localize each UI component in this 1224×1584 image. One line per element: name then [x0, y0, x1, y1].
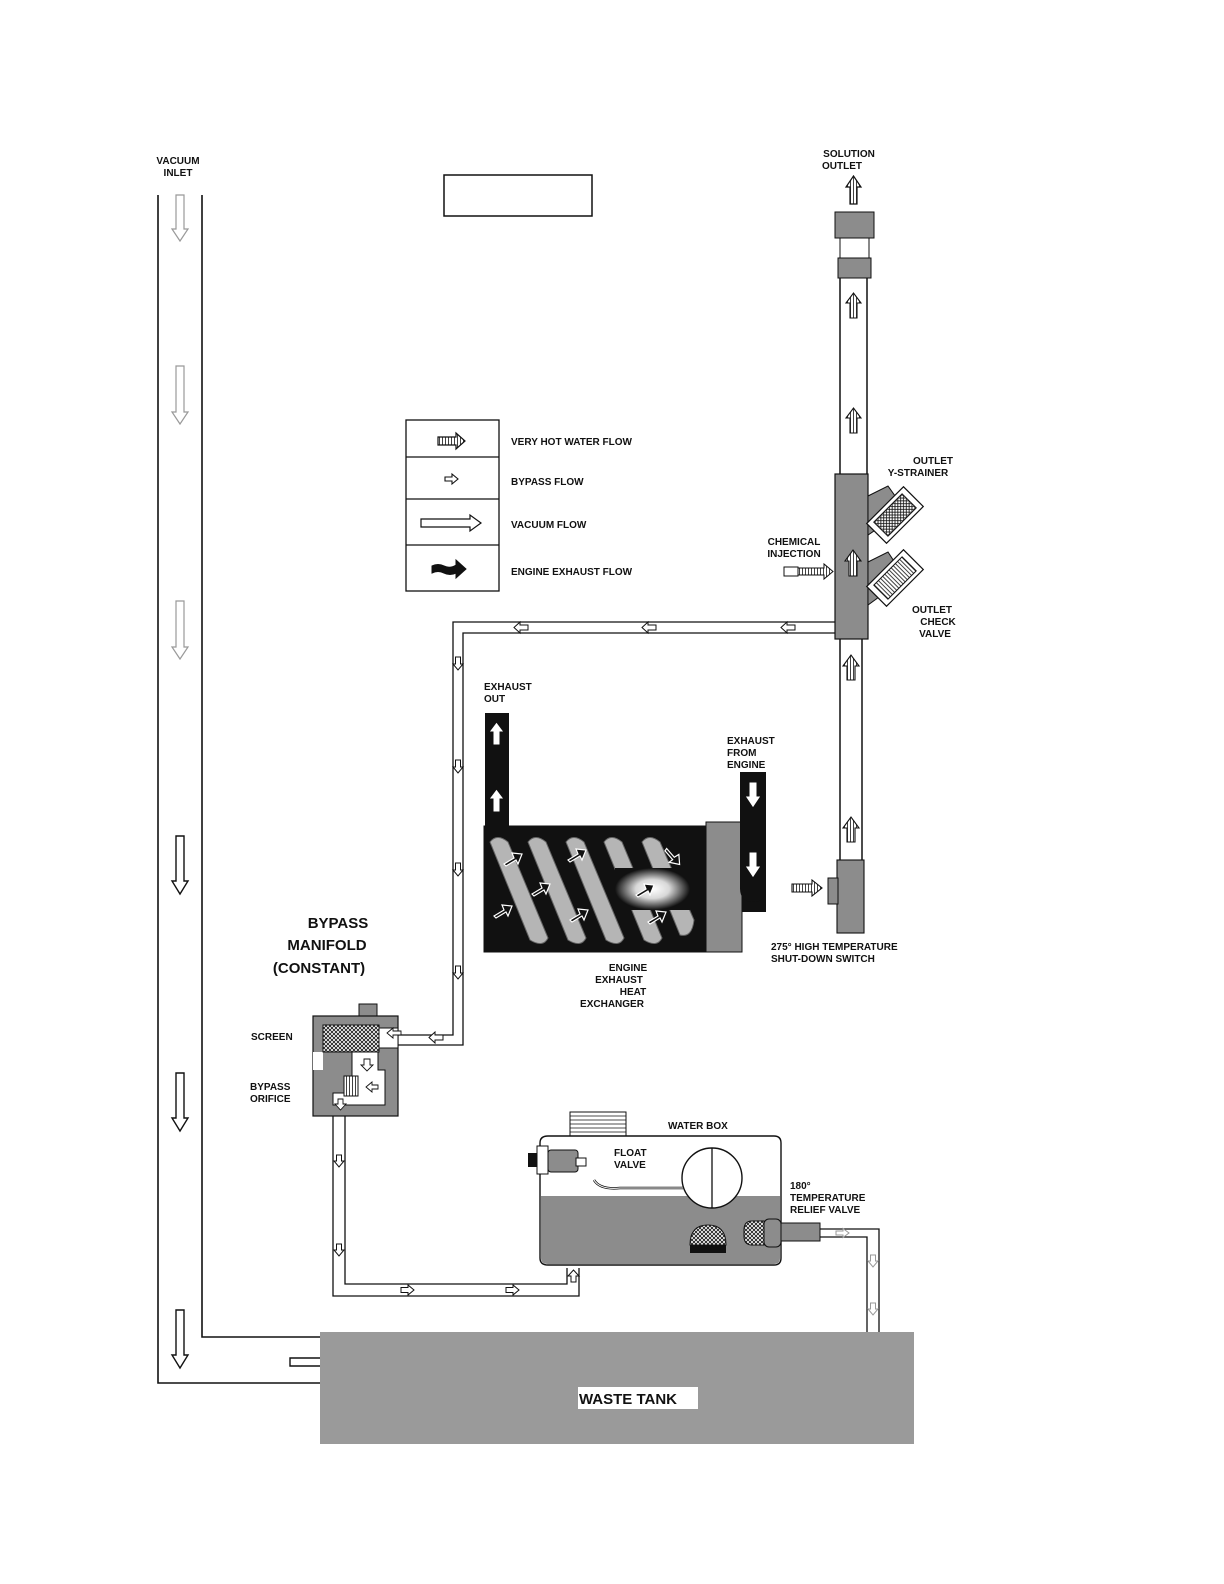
drain-fitting: [689, 1224, 727, 1246]
small-outline-arrow-icon: [444, 472, 459, 486]
bypass-orifice-label-line2: ORIFICE: [250, 1094, 291, 1105]
screen-label: SCREEN: [251, 1032, 293, 1043]
exhaust-in-arrows: [744, 781, 762, 879]
bypass-manifold-label-line2: MANIFOLD: [287, 937, 366, 954]
legend-label-bypass: BYPASS FLOW: [511, 477, 584, 488]
waste-tank-label: WASTE TANK: [579, 1391, 677, 1408]
chemical-injection-port: [783, 562, 834, 581]
hot-water-arrows-upper: [844, 292, 863, 434]
outlet-check-valve-label: OUTLET CHECK VALVE: [912, 605, 957, 640]
heat-exchanger-label-line3: HEAT: [620, 987, 646, 998]
title-box: [443, 174, 593, 217]
heat-exchanger-label-line4: EXCHANGER: [580, 999, 645, 1010]
black-wavy-arrow-icon: [431, 558, 467, 580]
bypass-manifold-label-line3: (CONSTANT): [273, 960, 365, 977]
bypass-flow-arrows-vertical: [451, 656, 465, 980]
hatched-arrow-icon: [437, 431, 466, 451]
vacuum-inlet-line: [157, 195, 320, 1384]
float-valve-label-line1: FLOAT: [614, 1148, 647, 1159]
chemical-injection-label-line1: CHEMICAL: [768, 537, 821, 548]
float-valve-label: FLOAT VALVE: [614, 1148, 647, 1171]
exhaust-out-label-line2: OUT: [484, 694, 505, 705]
check-valve-label-line1: OUTLET: [912, 605, 952, 616]
exhaust-out-label-line1: EXHAUST: [484, 682, 532, 693]
bypass-orifice-element: [343, 1075, 359, 1097]
y-strainer-label-line1: OUTLET: [913, 456, 953, 467]
waste-tank-label-box: [578, 1387, 698, 1409]
bypass-manifold-label-line1: BYPASS: [308, 915, 369, 932]
check-valve-label-line3: VALVE: [919, 629, 951, 640]
vacuum-flow-arrows-light: [170, 194, 190, 661]
chemical-injection-label: CHEMICAL INJECTION: [767, 537, 820, 560]
float-valve-label-line2: VALVE: [614, 1160, 646, 1171]
high-temp-switch-label: 275° HIGH TEMPERATURE SHUT-DOWN SWITCH: [771, 942, 898, 965]
engine-exhaust-heat-exchanger: [483, 821, 766, 953]
manifold-hot-arrow: [843, 549, 863, 577]
hot-water-riser: [839, 639, 863, 860]
relief-flow-arrows: [835, 1227, 880, 1316]
float-valve: [528, 1145, 587, 1175]
bypass-orifice-label: BYPASS ORIFICE: [250, 1082, 291, 1105]
solution-outlet-label-line1: SOLUTION: [823, 149, 875, 160]
vacuum-inlet-label-line2: INLET: [164, 168, 193, 179]
exhaust-from-engine-label-line1: EXHAUST: [727, 736, 775, 747]
heat-exchanger-label-line1: ENGINE: [609, 963, 648, 974]
bypass-flow-arrows-horizontal: [428, 620, 796, 1045]
solution-outlet-arrow: [844, 174, 863, 205]
exchanger-exhaust-arrows: [493, 847, 681, 925]
hot-water-arrows-lower: [841, 654, 861, 843]
solution-outlet-label-line2: OUTLET: [822, 161, 862, 172]
bypass-flow-arrows-lower: [332, 1154, 581, 1297]
legend: VERY HOT WATER FLOW BYPASS FLOW VACUUM F…: [405, 419, 633, 592]
high-temp-switch-label-line2: SHUT-DOWN SWITCH: [771, 954, 875, 965]
legend-label-exhaust: ENGINE EXHAUST FLOW: [511, 567, 633, 578]
exhaust-out-label: EXHAUST OUT: [484, 682, 532, 705]
outlet-pipe: [839, 278, 868, 474]
bypass-manifold-label: BYPASS MANIFOLD (CONSTANT): [273, 915, 368, 977]
bypass-to-waterbox-line: [332, 1116, 580, 1297]
high-temp-shutdown-switch: [827, 859, 865, 934]
outlet-y-strainer-label: OUTLET Y-STRAINER: [888, 456, 953, 479]
exhaust-from-engine-label-line3: ENGINE: [727, 760, 766, 771]
exchanger-to-switch-arrow: [791, 878, 823, 898]
relief-valve-label-line1: 180°: [790, 1181, 811, 1192]
solution-outlet-fitting: [834, 211, 875, 279]
temperature-relief-valve: [743, 1218, 821, 1248]
outlet-y-strainer: [865, 485, 925, 545]
vacuum-flow-arrows: [170, 835, 350, 1372]
water-box: [528, 1111, 821, 1266]
long-outline-arrow-icon: [420, 513, 483, 533]
vacuum-inlet-label-line1: VACUUM: [156, 156, 199, 167]
heat-exchanger-label-line2: EXHAUST: [595, 975, 643, 986]
y-strainer-label-line2: Y-STRAINER: [888, 468, 949, 479]
relief-valve-label-line2: TEMPERATURE: [790, 1193, 866, 1204]
vacuum-inlet-label: VACUUM INLET: [156, 156, 199, 179]
legend-label-hot-water: VERY HOT WATER FLOW: [511, 437, 632, 448]
bypass-orifice-label-line1: BYPASS: [250, 1082, 291, 1093]
heat-exchanger-label: ENGINE EXHAUST HEAT EXCHANGER: [580, 963, 647, 1010]
outlet-check-valve: [865, 548, 925, 608]
relief-valve-label-line3: RELIEF VALVE: [790, 1205, 861, 1216]
relief-valve-label: 180° TEMPERATURE RELIEF VALVE: [790, 1181, 866, 1216]
bypass-return-line: [398, 621, 835, 1046]
check-valve-label-line2: CHECK: [920, 617, 956, 628]
solution-outlet-label: SOLUTION OUTLET: [822, 149, 875, 172]
exhaust-from-engine-label-line2: FROM: [727, 748, 756, 759]
high-temp-switch-label-line1: 275° HIGH TEMPERATURE: [771, 942, 898, 953]
bypass-manifold: [312, 1003, 402, 1117]
legend-label-vacuum: VACUUM FLOW: [511, 520, 587, 531]
exhaust-from-engine-label: EXHAUST FROM ENGINE: [727, 736, 775, 771]
exhaust-out-arrows: [488, 721, 505, 813]
bypass-screen: [322, 1024, 380, 1053]
chemical-injection-label-line2: INJECTION: [767, 549, 820, 560]
exhaust-from-engine-stack: [740, 772, 766, 902]
relief-drain-line: [820, 1228, 880, 1332]
water-box-label: WATER BOX: [668, 1121, 728, 1132]
